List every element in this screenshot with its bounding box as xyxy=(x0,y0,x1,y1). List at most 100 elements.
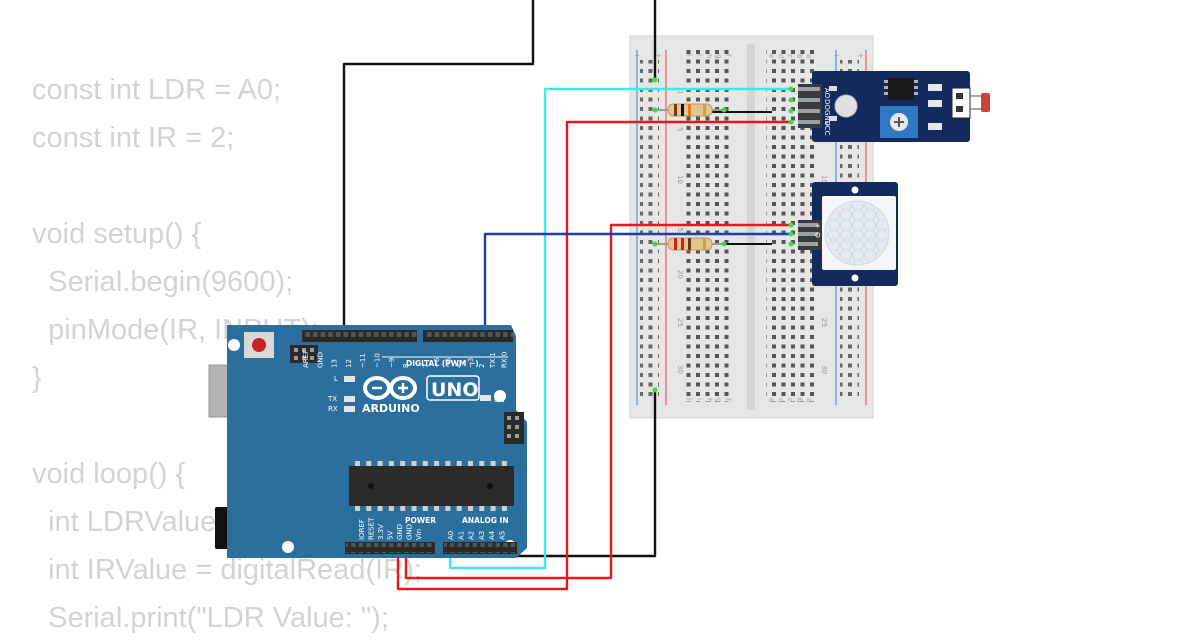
resistor-ldr xyxy=(652,103,727,117)
on-led xyxy=(480,395,491,401)
atmega-chip xyxy=(349,466,514,506)
column-letter: j xyxy=(686,397,694,400)
smd-resistor xyxy=(928,123,942,130)
power-label: POWER xyxy=(405,516,436,525)
l-led xyxy=(344,376,355,382)
power-pin-label: GND xyxy=(396,524,404,540)
digital-pin-label: GND xyxy=(316,352,324,368)
l-label: L xyxy=(334,375,338,383)
digital-pin-label: ~9 xyxy=(388,358,396,368)
rx-label: RX xyxy=(328,405,338,413)
smd-resistor xyxy=(928,100,942,107)
rail-minus-sign: − xyxy=(634,52,640,60)
analog-in-label: ANALOG IN xyxy=(462,516,509,525)
arduino-logo-icon xyxy=(363,376,417,400)
ldr-terminal xyxy=(951,87,971,119)
digital-pin-label: RX 0 xyxy=(500,352,508,368)
uno-badge xyxy=(426,375,480,401)
row-number: 10 xyxy=(676,175,684,184)
chip-pin xyxy=(479,461,485,466)
ldr-capacitor xyxy=(834,94,858,118)
chip-pin xyxy=(366,461,372,466)
column-letter: f xyxy=(724,54,732,57)
row-number: 1 xyxy=(676,90,684,94)
code-line: Serial.begin(9600); xyxy=(32,266,294,298)
code-line: Serial.print("LDR Value: "); xyxy=(32,602,389,634)
brand-label: ARDUINO xyxy=(362,402,420,415)
digital-pin-label: 12 xyxy=(345,359,353,368)
wire-black-gnd xyxy=(342,0,535,334)
rail-plus-sign: + xyxy=(858,52,864,60)
pir-pin-label: - xyxy=(815,241,818,249)
row-number: 15 xyxy=(676,223,684,232)
on-label: ON xyxy=(494,396,505,404)
column-letter: c xyxy=(786,54,794,58)
rail-minus-sign: − xyxy=(834,52,840,60)
column-letter: h xyxy=(705,54,713,58)
wire-blue-pir-out xyxy=(483,232,791,334)
column-letter: b xyxy=(796,54,804,59)
digital-pin-label: 13 xyxy=(331,359,339,368)
chip-pin xyxy=(434,461,440,466)
reset-button-cap[interactable] xyxy=(252,338,266,352)
digital-pin-label: ~6 xyxy=(433,357,441,368)
chip-pin xyxy=(445,506,451,511)
chip-pin xyxy=(490,506,496,511)
chip-pin xyxy=(355,506,360,511)
digital-pin-label: 2 xyxy=(478,364,486,368)
code-line: } xyxy=(32,362,42,394)
column-letter: d xyxy=(777,398,785,402)
analog-pin-label: A4 xyxy=(488,530,496,540)
resistor-pir xyxy=(652,237,727,251)
chip-pin xyxy=(468,461,473,466)
analog-pin-label: A0 xyxy=(447,531,455,540)
digital-pin-label: ~3 xyxy=(467,358,475,368)
power-pin-label: IOREF xyxy=(358,519,366,540)
column-letter: i xyxy=(696,54,704,56)
column-letter: j xyxy=(686,53,694,56)
chip-pin xyxy=(388,461,394,466)
ldr-pin-label: VCC xyxy=(823,121,831,136)
chip-pin xyxy=(355,461,360,466)
chip-pin xyxy=(456,506,462,511)
analog-pin-label: A3 xyxy=(478,531,486,540)
chip-pin xyxy=(411,461,417,466)
pwr-led xyxy=(829,116,837,121)
chip-pin xyxy=(501,506,507,511)
wire-red-vcc-ldr xyxy=(396,120,791,591)
ldr-pin-label: DO xyxy=(823,99,831,110)
chip-pin xyxy=(411,506,417,511)
row-number: 30 xyxy=(820,365,828,374)
digital-pin-label: 4 xyxy=(456,363,464,368)
row-number: 30 xyxy=(676,365,684,374)
chip-pin xyxy=(468,506,473,511)
chip-pin xyxy=(400,461,406,466)
code-line: const int LDR = A0; xyxy=(32,74,282,106)
code-line: void loop() { xyxy=(32,458,186,490)
tx-led xyxy=(344,396,355,402)
uno-label: UNO xyxy=(431,379,478,401)
analog-pin-label: A5 xyxy=(499,531,507,540)
chip-pin xyxy=(377,506,383,511)
chip-pin xyxy=(445,461,451,466)
sketch-code: const int LDR = A0;const int IR = 2;void… xyxy=(32,66,491,642)
pir-pin-labels: +O- xyxy=(815,222,821,249)
column-letter: a xyxy=(805,398,813,402)
chip-pin xyxy=(456,461,462,466)
chip-pin xyxy=(400,506,406,511)
digital-pin-label: ~5 xyxy=(444,358,452,368)
code-line: int IRValue = digitalRead(IR); xyxy=(32,554,422,586)
center-channel xyxy=(747,44,755,410)
power-pin-label: 3.3V xyxy=(377,524,385,540)
column-letter: a xyxy=(805,54,813,58)
row-number: 25 xyxy=(676,318,684,327)
chip-pin xyxy=(366,506,372,511)
column-letter: g xyxy=(715,398,723,402)
chip-pin xyxy=(434,506,440,511)
column-letter: f xyxy=(724,398,732,401)
